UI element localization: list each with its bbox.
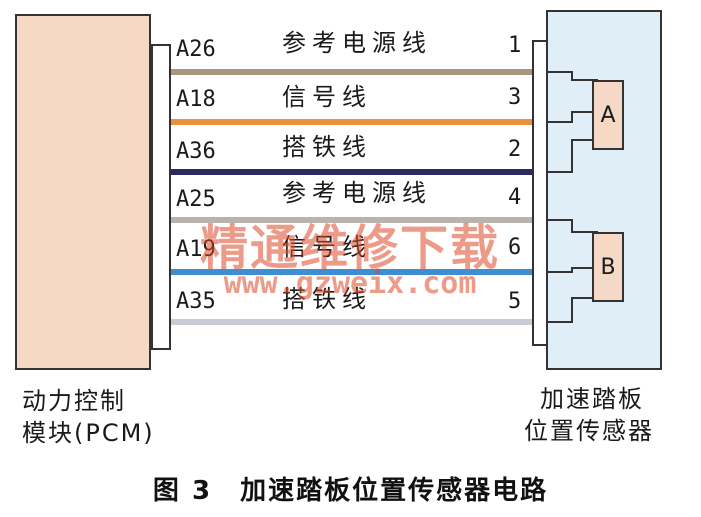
sensor-b-wire-1 (548, 219, 598, 233)
sensor-b-wire-3 (548, 297, 598, 323)
figure-caption: 图 3 加速踏板位置传感器电路 (152, 476, 549, 506)
sensor-label-line2: 位置传感器 (524, 417, 654, 445)
sensor-pin-number: 4 (508, 185, 522, 210)
wire-pin-label: A19 (176, 237, 216, 262)
sensor-connector (532, 40, 548, 346)
sensor-element-b: B (592, 232, 624, 302)
sensor-pin-number: 2 (508, 137, 522, 162)
wire-name-label: 搭铁线 (282, 133, 372, 161)
wire-pin-label: A25 (176, 187, 216, 212)
watermark-url: www.gzweix.com (223, 266, 477, 301)
sensor-module (546, 10, 662, 370)
wire-name-label: 信号线 (282, 83, 372, 111)
sensor-pin-number: 3 (508, 85, 522, 110)
wire-pin-label: A26 (176, 37, 216, 62)
sensor-a-wire-3 (548, 139, 598, 173)
wire-name-label: 参考电源线 (282, 29, 432, 57)
watermark-text: 精通维修下载 (199, 220, 500, 276)
sensor-pin-number: 5 (508, 289, 522, 314)
sensor-a-wire-1 (548, 71, 598, 81)
pcm-label-line1: 动力控制 (22, 387, 126, 415)
wire-name-label: 搭铁线 (282, 285, 372, 313)
wire-pin-label: A36 (176, 139, 216, 164)
pcm-connector (151, 44, 171, 350)
wire-pin-label: A18 (176, 87, 216, 112)
wire-name-label: 参考电源线 (282, 179, 432, 207)
wire-lines (171, 69, 532, 325)
sensor-pin-number: 1 (508, 33, 522, 58)
pcm-label-line2: 模块(PCM) (22, 419, 155, 447)
sensor-internal-wiring (548, 71, 598, 323)
sensor-label-line1: 加速踏板 (540, 385, 644, 413)
pcm-module (15, 14, 151, 370)
sensor-b-wire-2 (548, 267, 598, 273)
sensor-a-wire-2 (548, 111, 598, 123)
sensor-element-a: A (592, 80, 624, 150)
sensor-pin-number: 6 (508, 235, 522, 260)
wire-name-label: 信号线 (282, 233, 372, 261)
sensor-element-a-label: A (600, 102, 616, 128)
sensor-element-b-label: B (600, 254, 616, 280)
wire-pin-label: A35 (176, 289, 216, 314)
